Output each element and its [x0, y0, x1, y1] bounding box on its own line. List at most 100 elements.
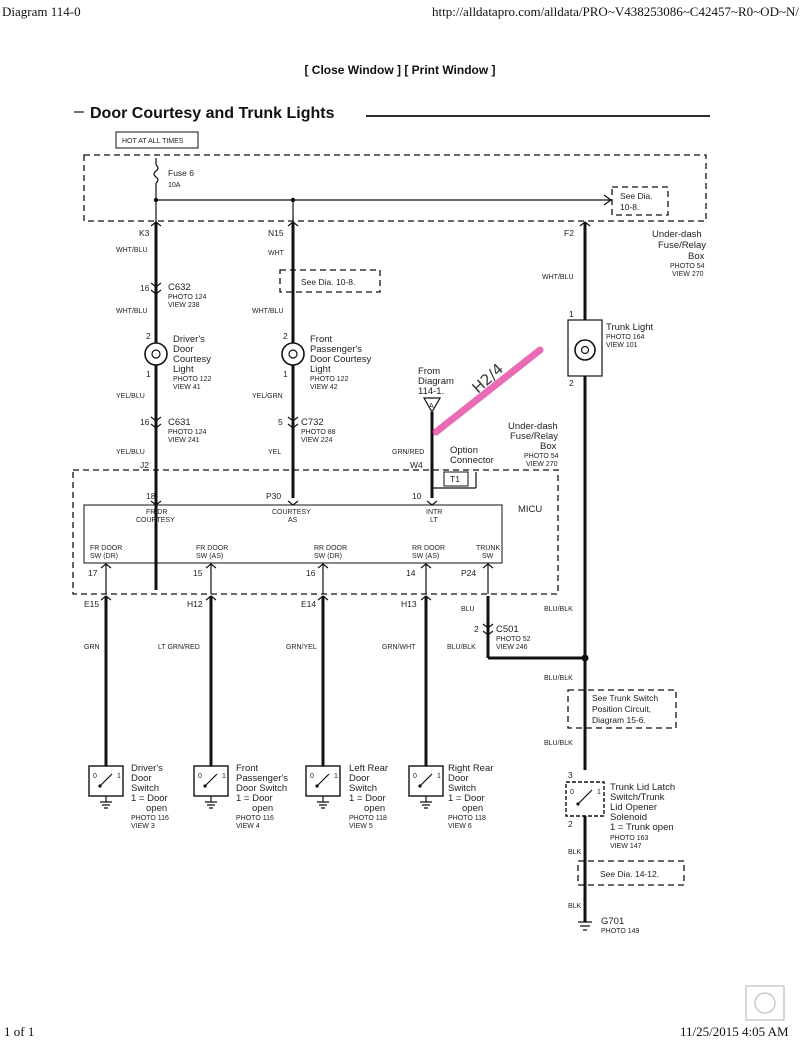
micu-as: AS — [288, 517, 298, 524]
close-window-link[interactable]: Close Window — [311, 63, 394, 77]
sw2-name-2: Passenger's — [236, 773, 288, 784]
g701-label: G701 — [601, 916, 624, 927]
latch-name-1: Trunk Lid Latch — [610, 782, 675, 793]
underdash-label-2: Fuse/Relay — [658, 240, 706, 251]
underdash2-label-3: Box — [540, 441, 557, 452]
sw4-name-5: open — [462, 803, 483, 814]
micu-sw4-b: SW (AS) — [412, 553, 439, 560]
drv-light-photo: PHOTO 122 — [173, 376, 211, 383]
bracket-sep: ] [ — [393, 63, 412, 77]
print-window-link[interactable]: Print Window — [411, 63, 489, 77]
sw1-name-2: Door — [131, 773, 152, 784]
sw1-name-1: Driver's — [131, 763, 163, 774]
pin-j2: J2 — [140, 460, 149, 470]
drv-light-pin-2: 2 — [146, 331, 151, 341]
svg-text:0: 0 — [93, 773, 97, 780]
see-dia-10-8-top: See Dia. — [620, 191, 653, 201]
fp-light-name-1: Front — [310, 334, 333, 345]
sw1-name-3: Switch — [131, 783, 159, 794]
drv-light-view: VIEW 41 — [173, 384, 201, 391]
fp-light-name-4: Light — [310, 364, 331, 375]
c631-pin: 16 — [140, 417, 150, 427]
underdash2-view: VIEW 270 — [526, 461, 558, 468]
page-url: http://alldatapro.com/alldata/PRO~V43825… — [432, 4, 800, 19]
underdash-view: VIEW 270 — [672, 271, 704, 278]
wire-blu-blk-4: BLU/BLK — [544, 740, 573, 747]
sw3-view: VIEW 5 — [349, 823, 373, 830]
driver-door-switch: 0 1 — [88, 765, 124, 809]
wire-blu-blk-3: BLU/BLK — [544, 675, 573, 682]
bracket-close: ] — [488, 63, 496, 77]
sw3-photo: PHOTO 118 — [349, 815, 387, 822]
sw2-name-1: Front — [236, 763, 259, 774]
trunk-lid-latch-switch: 0 1 — [565, 781, 605, 817]
c732-view: VIEW 224 — [301, 437, 333, 444]
t1-label: T1 — [450, 474, 460, 484]
pin-h12: H12 — [187, 599, 203, 609]
micu-sw1-a: FR DOOR — [90, 545, 122, 552]
pin-n15: N15 — [268, 228, 284, 238]
micu-sw3-b: SW (DR) — [314, 553, 342, 560]
g701-photo: PHOTO 149 — [601, 928, 639, 935]
watermark-icon — [745, 985, 785, 1021]
fuse-6-label: Fuse 6 — [168, 168, 194, 178]
svg-text:1: 1 — [222, 773, 226, 780]
front-passenger-door-switch: 0 1 — [193, 765, 229, 809]
handwritten-annotation: H2/4 — [432, 346, 544, 436]
fp-light-photo: PHOTO 122 — [310, 376, 348, 383]
sw4-name-4: 1 = Door — [448, 793, 485, 804]
sw3-name-5: open — [364, 803, 385, 814]
underdash-label-1: Under-dash — [652, 229, 702, 240]
trunk-light-photo: PHOTO 164 — [606, 334, 644, 341]
wire-wht-blu-4: WHT/BLU — [542, 274, 574, 281]
sw4-name-3: Switch — [448, 783, 476, 794]
latch-name-3: Lid Opener — [610, 802, 657, 813]
drv-light-name-2: Door — [173, 344, 194, 355]
wire-yel-grn: YEL/GRN — [252, 393, 283, 400]
trunk-light-view: VIEW 101 — [606, 342, 638, 349]
see-dia-10-8-top-b: 10-8. — [620, 202, 639, 212]
sw3-name-4: 1 = Door — [349, 793, 386, 804]
hot-at-all-times-label: HOT AT ALL TIMES — [122, 138, 184, 145]
fuse-amp-label: 10A — [168, 182, 181, 189]
c632-pin: 16 — [140, 283, 150, 293]
sw1-photo: PHOTO 116 — [131, 815, 169, 822]
pin-p24: P24 — [461, 568, 476, 578]
sw3-name-2: Door — [349, 773, 370, 784]
c501-label: C501 — [496, 624, 519, 635]
from-arrow-icon — [422, 397, 442, 414]
pin-17: 17 — [88, 568, 98, 578]
c632-label: C632 — [168, 282, 191, 293]
micu-label: MICU — [518, 504, 542, 515]
svg-text:1: 1 — [117, 773, 121, 780]
wire-wht-blu-2: WHT/BLU — [116, 308, 148, 315]
c632-photo: PHOTO 124 — [168, 294, 206, 301]
c501-photo: PHOTO 52 — [496, 636, 531, 643]
window-links: [ Close Window ] [ Print Window ] — [0, 63, 800, 77]
wire-yel: YEL — [268, 449, 281, 456]
wire-blu-blk-1: BLU/BLK — [544, 606, 573, 613]
see-dia-14-12: See Dia. 14-12. — [600, 869, 659, 879]
micu-box — [72, 469, 559, 595]
svg-text:0: 0 — [198, 773, 202, 780]
left-rear-door-switch: 0 1 — [305, 765, 341, 809]
sw1-name-4: 1 = Door — [131, 793, 168, 804]
bracket-open: [ — [304, 63, 312, 77]
c632-view: VIEW 238 — [168, 302, 200, 309]
underdash2-label-1: Under-dash — [508, 421, 558, 432]
wire-blk-2: BLK — [568, 903, 582, 910]
pin-16: 16 — [306, 568, 316, 578]
wire-yel-blu-2: YEL/BLU — [116, 449, 145, 456]
latch-name-2: Switch/Trunk — [610, 792, 665, 803]
underdash-label-3: Box — [688, 251, 705, 262]
fp-light-pin-1: 1 — [283, 369, 288, 379]
wire-grn-wht: GRN/WHT — [382, 644, 416, 651]
sw3-name-3: Switch — [349, 783, 377, 794]
micu-sw3-a: RR DOOR — [314, 545, 347, 552]
micu-sw2-b: SW (AS) — [196, 553, 223, 560]
svg-text:1: 1 — [597, 789, 601, 796]
latch-photo: PHOTO 163 — [610, 835, 648, 842]
drv-light-pin-1: 1 — [146, 369, 151, 379]
ground-icon — [578, 921, 592, 931]
sw4-photo: PHOTO 118 — [448, 815, 486, 822]
